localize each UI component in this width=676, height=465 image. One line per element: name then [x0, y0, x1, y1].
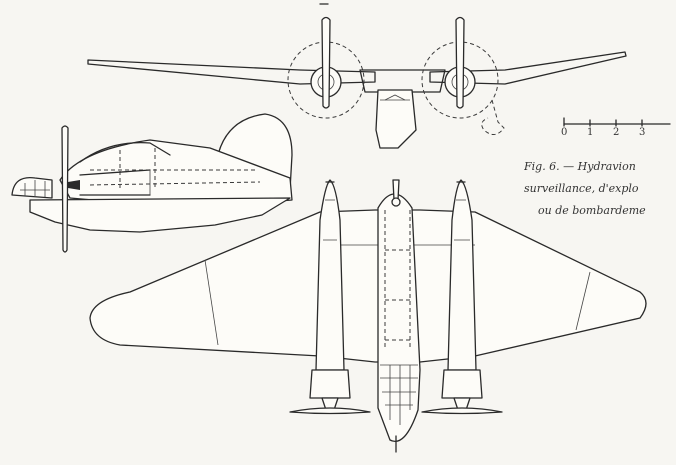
front-view — [87, 3, 627, 149]
scale-label-3: 3 — [639, 127, 646, 138]
plan-view-left-boom — [315, 179, 345, 371]
scale-label-0: 0 — [561, 127, 568, 138]
side-view-propeller — [61, 125, 69, 253]
scale-bar — [563, 117, 671, 127]
scale-labels: 0 1 2 3 — [560, 127, 670, 141]
scale-label-2: 2 — [613, 127, 620, 138]
plan-view-left-engine — [309, 369, 351, 399]
plan-view-left-propeller — [289, 407, 371, 415]
front-view-left-wing — [87, 59, 376, 85]
side-view-nose-turret — [11, 176, 53, 199]
side-view — [11, 113, 293, 253]
plan-view-right-boom — [447, 179, 477, 371]
plan-view-wing — [89, 209, 647, 363]
float-retracted-outline — [481, 99, 505, 135]
plan-view — [89, 179, 647, 453]
front-view-right-wing — [429, 51, 627, 85]
plan-view-right-propeller — [421, 407, 503, 415]
right-propeller-blade — [455, 16, 465, 109]
plan-view-right-engine — [441, 369, 483, 399]
left-propeller-blade — [321, 16, 331, 109]
side-view-hull — [29, 197, 291, 233]
front-view-hull — [375, 89, 417, 149]
front-view-center-section — [359, 69, 446, 93]
figure-caption: Fig. 6. — Hydravion surveillance, d'expl… — [524, 156, 674, 222]
caption-line-3: ou de bombardeme — [538, 204, 646, 217]
plan-view-hull — [377, 193, 421, 442]
scale-label-1: 1 — [587, 127, 594, 138]
caption-line-2: surveillance, d'explo — [524, 182, 639, 195]
caption-line-1: Fig. 6. — Hydravion — [524, 160, 636, 173]
